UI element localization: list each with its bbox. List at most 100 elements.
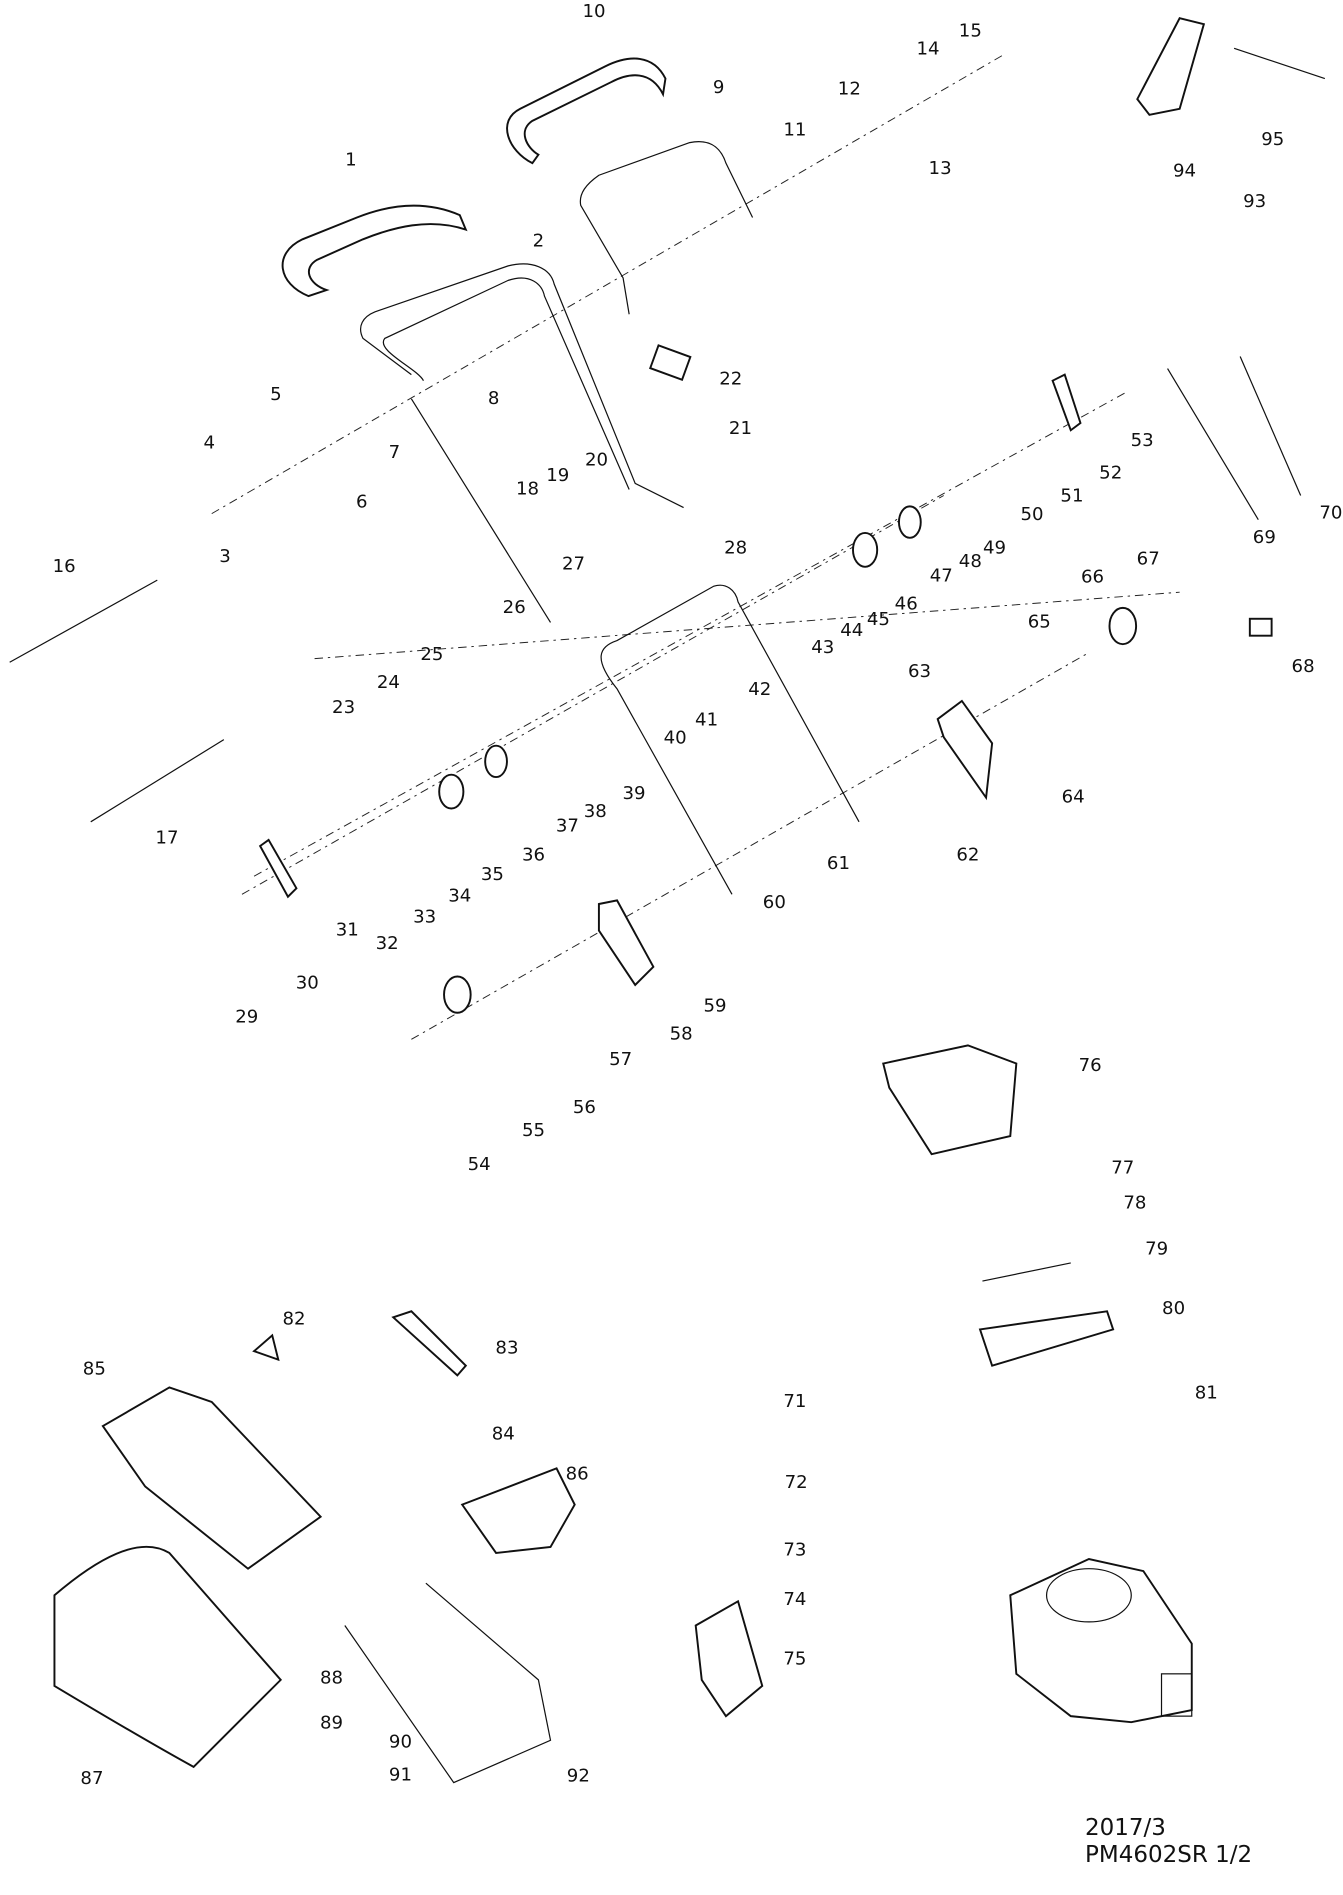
part-label-74: 74 <box>783 1589 806 1610</box>
part-label-37: 37 <box>556 816 579 837</box>
part-label-94: 94 <box>1173 161 1196 182</box>
part-label-14: 14 <box>916 39 939 60</box>
part-label-35: 35 <box>481 864 504 885</box>
part-label-33: 33 <box>413 906 436 927</box>
deflector-80 <box>978 1262 1115 1367</box>
part-label-75: 75 <box>783 1648 806 1669</box>
part-label-59: 59 <box>704 996 727 1017</box>
part-label-71: 71 <box>783 1391 806 1412</box>
hopper-94 <box>1136 17 1206 116</box>
part-label-41: 41 <box>695 709 718 730</box>
part-label-90: 90 <box>389 1732 412 1753</box>
part-label-46: 46 <box>895 593 918 614</box>
part-label-9: 9 <box>713 77 725 98</box>
part-label-64: 64 <box>1062 787 1085 808</box>
part-label-24: 24 <box>377 672 400 693</box>
small-parts <box>252 344 1273 1377</box>
footer-date: 2017/3 <box>1085 1815 1166 1841</box>
part-label-67: 67 <box>1137 549 1160 570</box>
part-label-20: 20 <box>585 449 608 470</box>
part-label-45: 45 <box>867 609 890 630</box>
part-label-10: 10 <box>583 1 606 22</box>
part-label-51: 51 <box>1060 486 1083 507</box>
part-label-63: 63 <box>908 661 931 682</box>
part-number-labels: 1234567891011121314151617181920212223242… <box>53 1 1343 1789</box>
part-label-6: 6 <box>356 492 368 513</box>
part-label-85: 85 <box>83 1358 106 1379</box>
part-label-47: 47 <box>930 565 953 586</box>
part-label-39: 39 <box>622 783 645 804</box>
part-label-27: 27 <box>562 553 585 574</box>
footer-model-page: PM4602SR 1/2 <box>1085 1842 1253 1868</box>
part-label-15: 15 <box>959 20 982 41</box>
part-label-1: 1 <box>345 150 357 171</box>
part-label-29: 29 <box>235 1007 258 1028</box>
part-label-53: 53 <box>1131 430 1154 451</box>
part-label-61: 61 <box>827 853 850 874</box>
part-label-36: 36 <box>522 845 545 866</box>
bail-bar-9 <box>579 141 754 315</box>
part-label-26: 26 <box>503 597 526 618</box>
part-label-32: 32 <box>376 933 399 954</box>
part-label-8: 8 <box>488 388 500 409</box>
wheels <box>438 505 1138 1014</box>
part-label-3: 3 <box>219 546 231 567</box>
part-label-57: 57 <box>609 1049 632 1070</box>
height-levers <box>258 373 1082 899</box>
part-label-83: 83 <box>495 1338 518 1359</box>
part-label-44: 44 <box>840 620 863 641</box>
part-label-7: 7 <box>389 442 401 463</box>
part-label-48: 48 <box>959 551 982 572</box>
part-label-68: 68 <box>1292 656 1315 677</box>
part-label-92: 92 <box>567 1766 590 1787</box>
part-label-50: 50 <box>1021 504 1044 525</box>
part-label-19: 19 <box>546 465 569 486</box>
part-label-77: 77 <box>1111 1158 1134 1179</box>
part-label-73: 73 <box>783 1540 806 1561</box>
part-label-95: 95 <box>1261 129 1284 150</box>
part-label-54: 54 <box>468 1154 491 1175</box>
cables <box>9 47 1326 823</box>
part-label-79: 79 <box>1145 1239 1168 1260</box>
part-label-43: 43 <box>811 637 834 658</box>
part-label-13: 13 <box>929 158 952 179</box>
part-label-22: 22 <box>719 368 742 389</box>
brackets <box>597 699 994 987</box>
part-label-4: 4 <box>204 433 216 454</box>
part-label-81: 81 <box>1195 1382 1218 1403</box>
handle-frame-92 <box>344 1582 552 1784</box>
part-label-91: 91 <box>389 1764 412 1785</box>
part-label-52: 52 <box>1099 463 1122 484</box>
rear-flap-76 <box>882 1044 1018 1156</box>
chute-86 <box>460 1467 576 1555</box>
grass-bag-87 <box>53 1545 283 1769</box>
handle-grip-1 <box>281 204 468 298</box>
part-label-56: 56 <box>573 1097 596 1118</box>
part-label-25: 25 <box>420 644 443 665</box>
part-label-69: 69 <box>1253 527 1276 548</box>
part-label-16: 16 <box>53 556 76 577</box>
deck-85 <box>101 1386 323 1570</box>
part-label-88: 88 <box>320 1668 343 1689</box>
part-label-31: 31 <box>336 920 359 941</box>
part-label-76: 76 <box>1079 1055 1102 1076</box>
part-label-84: 84 <box>492 1424 515 1445</box>
part-label-34: 34 <box>448 886 471 907</box>
part-label-42: 42 <box>748 679 771 700</box>
assembly-axis-lines <box>211 53 1180 1040</box>
part-label-72: 72 <box>785 1472 808 1493</box>
part-label-66: 66 <box>1081 567 1104 588</box>
part-label-11: 11 <box>783 120 806 141</box>
part-label-40: 40 <box>664 727 687 748</box>
part-label-55: 55 <box>522 1120 545 1141</box>
part-label-18: 18 <box>516 478 539 499</box>
part-label-12: 12 <box>838 78 861 99</box>
part-label-49: 49 <box>983 538 1006 559</box>
part-label-65: 65 <box>1028 611 1051 632</box>
part-label-70: 70 <box>1319 503 1342 524</box>
part-label-60: 60 <box>763 892 786 913</box>
handle-grip-10 <box>506 57 667 165</box>
part-label-2: 2 <box>533 231 545 252</box>
part-label-87: 87 <box>80 1768 103 1789</box>
